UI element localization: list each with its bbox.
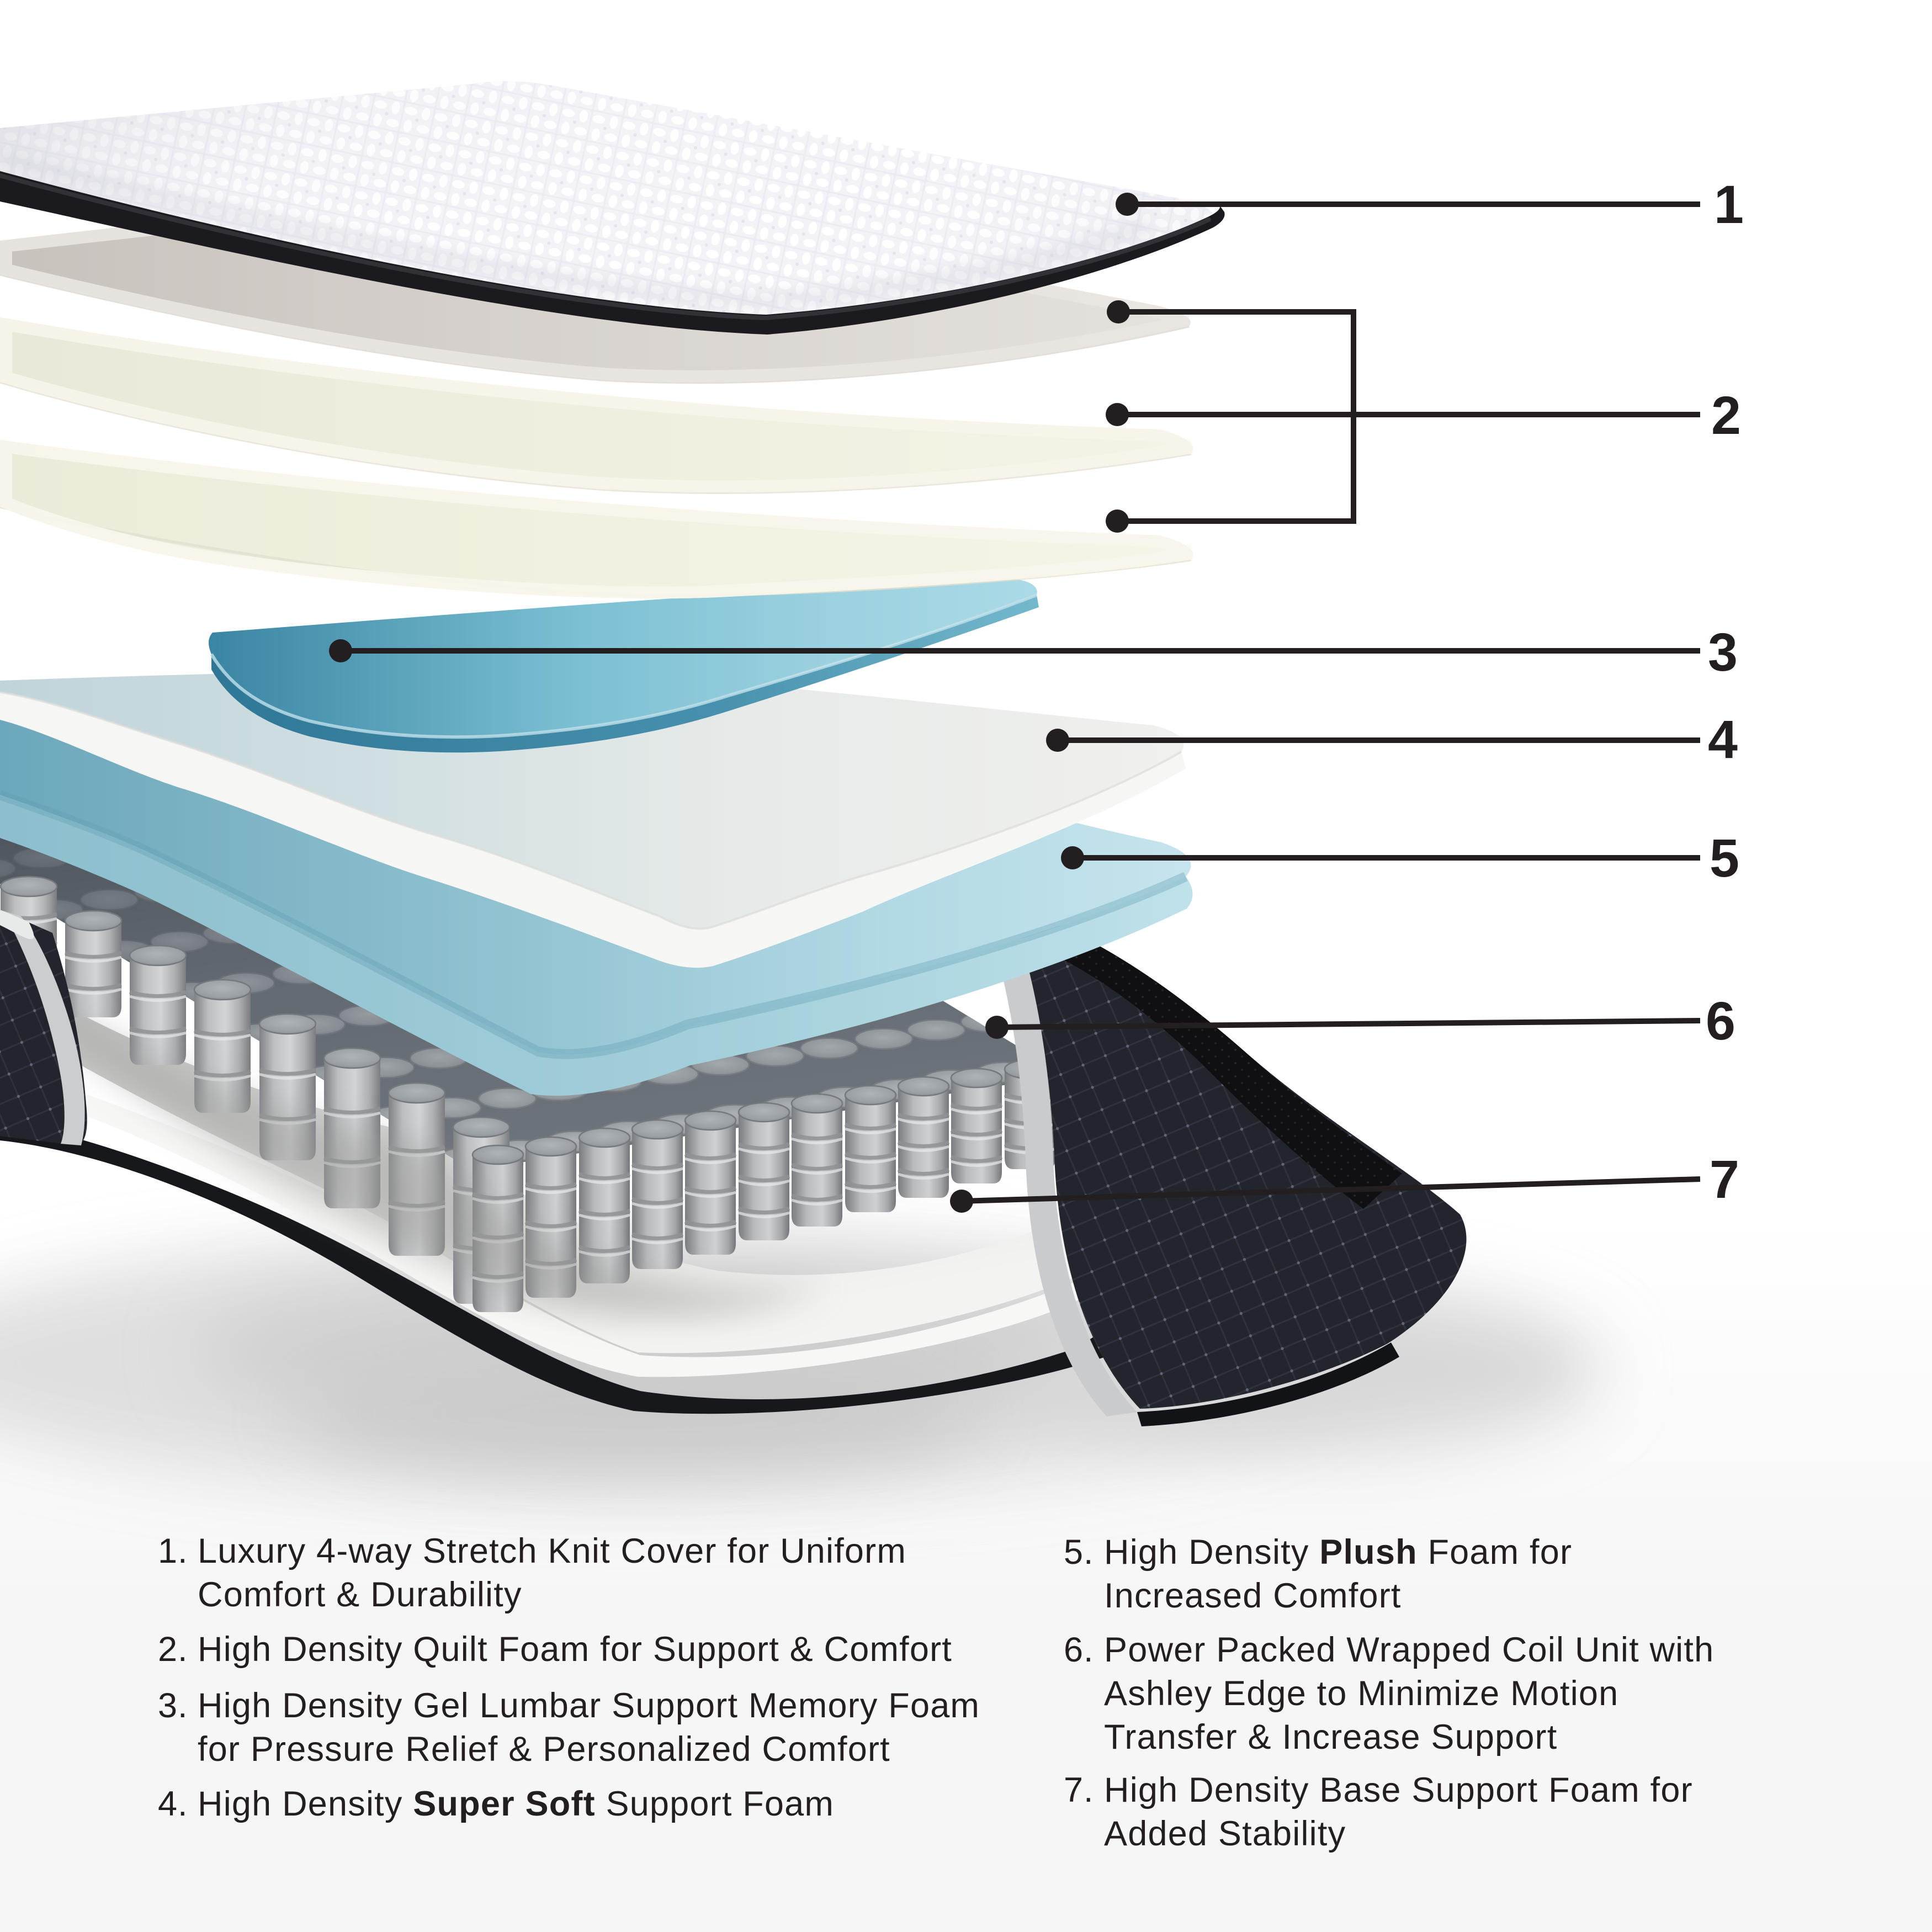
svg-text:4: 4 <box>1708 709 1738 769</box>
svg-text:High Density Base Support Foam: High Density Base Support Foam for <box>1104 1771 1693 1809</box>
svg-text:High Density Plush Foam for: High Density Plush Foam for <box>1104 1533 1572 1572</box>
svg-text:Transfer & Increase Support: Transfer & Increase Support <box>1104 1718 1557 1756</box>
svg-text:High Density Super Soft Suppor: High Density Super Soft Support Foam <box>198 1785 834 1823</box>
svg-text:Added Stability: Added Stability <box>1104 1814 1346 1853</box>
svg-text:1.: 1. <box>158 1532 188 1570</box>
svg-text:Comfort & Durability: Comfort & Durability <box>198 1575 522 1614</box>
svg-text:Increased Comfort: Increased Comfort <box>1104 1577 1402 1615</box>
svg-text:7: 7 <box>1710 1149 1739 1209</box>
svg-text:3: 3 <box>1708 622 1738 682</box>
svg-text:4.: 4. <box>158 1785 188 1823</box>
svg-text:5: 5 <box>1710 828 1739 888</box>
svg-text:for Pressure Relief & Personal: for Pressure Relief & Personalized Comfo… <box>198 1730 890 1769</box>
svg-text:2.: 2. <box>158 1630 188 1669</box>
svg-text:1: 1 <box>1714 174 1744 235</box>
svg-text:5.: 5. <box>1064 1533 1094 1572</box>
svg-text:6: 6 <box>1706 991 1735 1051</box>
svg-text:6.: 6. <box>1064 1631 1094 1669</box>
svg-text:High Density Quilt Foam for Su: High Density Quilt Foam for Support & Co… <box>198 1630 952 1669</box>
svg-text:Luxury 4-way Stretch Knit Cove: Luxury 4-way Stretch Knit Cover for Unif… <box>198 1532 906 1570</box>
svg-text:High Density Gel Lumbar Suppor: High Density Gel Lumbar Support Memory F… <box>198 1686 980 1725</box>
svg-text:7.: 7. <box>1064 1771 1094 1809</box>
svg-text:Power Packed Wrapped Coil Unit: Power Packed Wrapped Coil Unit with <box>1104 1631 1714 1669</box>
svg-text:Ashley Edge to Minimize Motion: Ashley Edge to Minimize Motion <box>1104 1674 1618 1713</box>
svg-text:2: 2 <box>1711 385 1741 445</box>
svg-text:3.: 3. <box>158 1686 188 1725</box>
